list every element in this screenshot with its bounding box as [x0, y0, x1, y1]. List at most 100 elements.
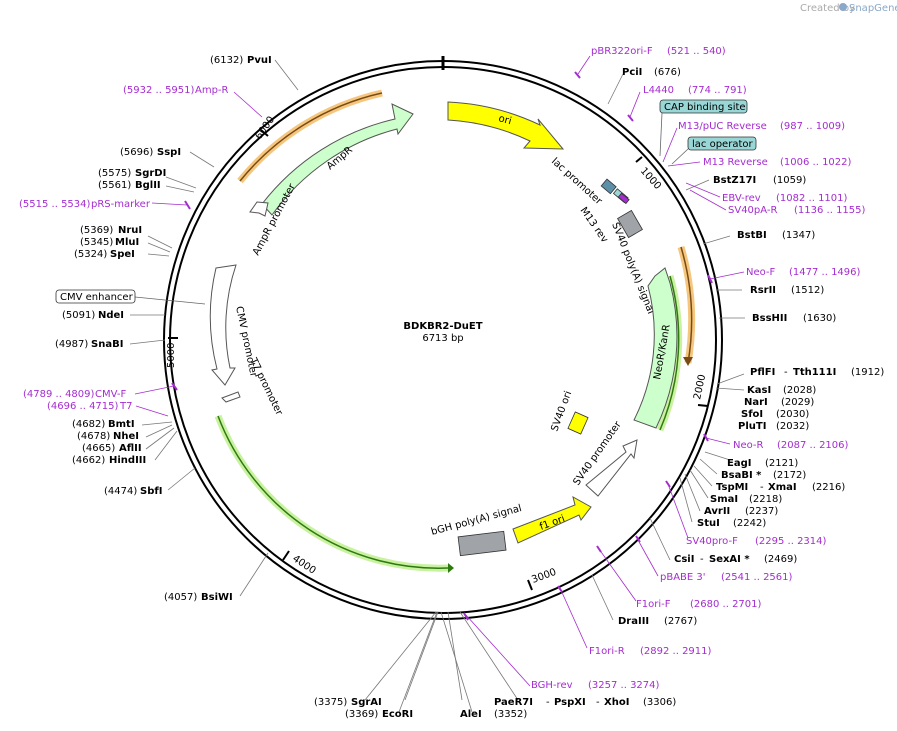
feature-label-ori: ori [497, 113, 512, 127]
enzyme-pos-bstz17i: (1059) [773, 175, 806, 186]
enzyme-pos-bsiwi: (4057) [164, 592, 197, 603]
enzyme-pos-hindiii: (4662) [72, 455, 105, 466]
enzyme-pos-aflii: (4665) [82, 443, 115, 454]
boxed-lac-operator: lac operator [671, 136, 757, 165]
svg-text:-: - [784, 367, 788, 378]
feature-label-m13-rev: M13 rev [578, 205, 610, 245]
enzyme-pos-avrii: (2237) [745, 506, 778, 517]
enzyme-pos-bsabi: (2172) [773, 470, 806, 481]
enzyme-avrii: AvrII [704, 506, 730, 517]
neo-strand-green [659, 275, 680, 431]
enzyme-pos-snabi: (4987) [55, 339, 88, 350]
enzyme-pos-mlui: (5345) [80, 237, 113, 248]
primer-pos-f1ori-f: (2680 .. 2701) [690, 599, 762, 610]
enzyme-alei: AleI [460, 709, 482, 720]
enzyme-bsshii: BssHII [752, 313, 787, 324]
label-cmv-enhancer: CMV enhancer [60, 292, 134, 303]
primer-t7: T7 [119, 401, 132, 412]
primer-neo-r: Neo-R [733, 440, 764, 451]
primer-sv40pa-r: SV40pA-R [728, 205, 777, 216]
enzyme-pos-xhoi: (3306) [643, 697, 676, 708]
tick-1000: 1000 [638, 166, 663, 192]
enzyme-bsabi: BsaBI * [721, 470, 762, 481]
enzyme-pos-ndei: (5091) [62, 310, 95, 321]
enzyme-pos-bglii: (5561) [98, 180, 131, 191]
tick-2000: 2000 [692, 373, 708, 400]
enzyme-pos-rsrii: (1512) [791, 285, 824, 296]
primer-leaders [134, 55, 745, 687]
enzyme-pos-ecori: (3369) [345, 709, 378, 720]
primer-f1ori-r: F1ori-R [589, 646, 625, 657]
enzyme-smai: SmaI [710, 494, 738, 505]
enzyme-nrui: NruI [118, 225, 142, 236]
enzyme-bstz17i: BstZ17I [713, 175, 756, 186]
tick-3000: 3000 [530, 567, 558, 586]
feature-t7-promoter: T7 promoter [221, 356, 285, 418]
enzyme-pos-pluti: (2032) [776, 421, 809, 432]
primer-ebv-rev: EBV-rev [722, 193, 761, 204]
feature-sv40-polya: SV40 poly(A) signal [609, 209, 656, 316]
enzyme-sgrdi: SgrDI [135, 168, 166, 179]
svg-text:-: - [700, 554, 704, 565]
label-cap-binding-site: CAP binding site [664, 102, 746, 113]
enzyme-bstbi: BstBI [737, 230, 767, 241]
primer-m13-reverse: M13 Reverse [703, 157, 768, 168]
enzyme-mlui: MluI [115, 237, 139, 248]
enzyme-xhoi: XhoI [604, 697, 629, 708]
enzyme-stui: StuI [697, 518, 720, 529]
tick-4000: 4000 [290, 553, 317, 576]
primer-cmv-f: CMV-F [95, 389, 126, 400]
enzyme-pos-draiii: (2767) [664, 616, 697, 627]
primer-pos-m13-reverse: (1006 .. 1022) [780, 157, 852, 168]
ampr-strand [239, 92, 383, 182]
enzyme-pluti: PluTI [738, 421, 766, 432]
primer-pos-prs-marker: (5515 .. 5534) [19, 199, 91, 210]
enzyme-hindiii: HindIII [109, 455, 146, 466]
feature-neor-kanr: NeoR/KanR [633, 267, 678, 429]
enzyme-bsiwi: BsiWI [201, 592, 233, 603]
label-lac-operator: lac operator [692, 139, 753, 150]
primer-pos-pbabe-3: (2541 .. 2561) [721, 572, 793, 583]
enzyme-bmti: BmtI [108, 419, 135, 430]
feature-label-f1-ori: f1 ori [538, 514, 566, 533]
enzyme-sgrai: SgrAI [351, 697, 382, 708]
enzyme-pos-nari: (2029) [781, 397, 814, 408]
enzyme-labels: (6132) PvuI PciI (676) (5696) SspI (5575… [55, 55, 884, 720]
primer-prs-marker: pRS-marker [91, 199, 151, 210]
enzyme-paer7i: PaeR7I [494, 697, 533, 708]
enzyme-bglii: BglII [135, 180, 161, 191]
enzyme-pflfi: PflFI [750, 367, 775, 378]
plasmid-length: 6713 bp [422, 333, 463, 344]
enzyme-pos-sfoi: (2030) [776, 409, 809, 420]
primer-pos-neo-r: (2087 .. 2106) [777, 440, 849, 451]
primer-pos-bgh-rev: (3257 .. 3274) [588, 680, 660, 691]
primer-marks [171, 71, 713, 621]
enzyme-ecori: EcoRI [382, 709, 413, 720]
enzyme-pos-kasi: (2028) [783, 385, 816, 396]
enzyme-draiii: DraIII [618, 616, 649, 627]
primer-f1ori-f: F1ori-F [636, 599, 671, 610]
primer-pbr322ori-f: pBR322ori-F [591, 46, 653, 57]
primer-pos-ebv-rev: (1082 .. 1101) [776, 193, 848, 204]
enzyme-pos-stui: (2242) [733, 518, 766, 529]
primer-pos-f1ori-r: (2892 .. 2911) [640, 646, 712, 657]
enzyme-pos-sgrdi: (5575) [98, 168, 131, 179]
enzyme-pos-nhei: (4678) [77, 431, 110, 442]
enzyme-pos-xmai: (2216) [812, 482, 845, 493]
enzyme-pos-sbfi: (4474) [104, 486, 137, 497]
enzyme-xmai: XmaI [768, 482, 797, 493]
enzyme-kasi: KasI [747, 385, 771, 396]
plasmid-title: BDKBR2-DuET [403, 321, 482, 332]
enzyme-spei: SpeI [110, 249, 135, 260]
enzyme-sspi: SspI [157, 147, 181, 158]
primer-m13-puc-reverse: M13/pUC Reverse [678, 121, 767, 132]
primer-labels: pBR322ori-F (521 .. 540) (5932 .. 5951) … [19, 46, 866, 691]
primer-l4440: L4440 [643, 85, 674, 96]
enzyme-pos-sexai: (2469) [764, 554, 797, 565]
enzyme-pos-sgrai: (3375) [314, 697, 347, 708]
enzyme-pos-spei: (5324) [74, 249, 107, 260]
primer-pos-sv40pa-r: (1136 .. 1155) [794, 205, 866, 216]
primer-pos-amp-r: (5932 .. 5951) [123, 85, 195, 96]
feature-bgh-polya: bGH poly(A) signal [430, 503, 523, 557]
primer-pos-pbr322ori-f: (521 .. 540) [667, 46, 726, 57]
